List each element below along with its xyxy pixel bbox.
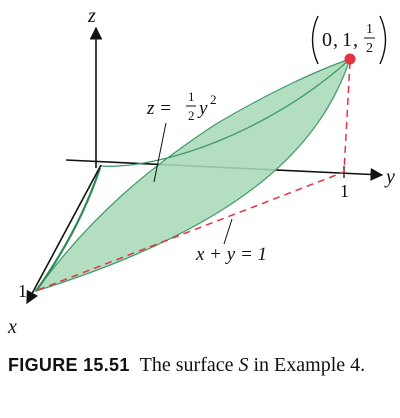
surface-diagram: z y x 1 1 0 , 1 , 1 2 z = 1 2 y 2 x <box>7 5 395 338</box>
caption-text-after: in Example 4. <box>248 354 366 376</box>
surface-equation-leader <box>153 122 167 183</box>
z-axis-label: z <box>87 5 96 27</box>
caption-text-before: The surface <box>139 354 239 376</box>
point-coord-x: 0 <box>322 29 332 51</box>
vertical-dashed-line <box>343 61 351 173</box>
surface-equation-num: 1 <box>188 89 195 104</box>
plane-trace-dashed-line <box>37 171 345 291</box>
surface-front-edge <box>35 167 102 292</box>
svg-text:,: , <box>353 29 358 51</box>
x-axis-label: x <box>7 316 17 338</box>
surface-equation: z = 1 2 y 2 <box>146 89 217 123</box>
surface-equation-exp: 2 <box>210 92 217 107</box>
point-label: 0 , 1 , 1 2 <box>311 15 387 65</box>
caption-label: FIGURE 15.51 <box>8 355 130 375</box>
point-marker <box>344 53 356 65</box>
surface-s <box>34 58 351 293</box>
point-coord-z-num: 1 <box>366 22 373 37</box>
caption-symbol: S <box>238 354 249 376</box>
x-tick-one: 1 <box>18 281 27 301</box>
surface-equation-den: 2 <box>188 108 195 123</box>
surface-equation-var: y <box>197 98 208 119</box>
svg-text:,: , <box>333 29 338 51</box>
plane-line-equation: x + y = 1 <box>195 244 267 265</box>
y-tick-one: 1 <box>340 181 349 201</box>
surface-upper-edge <box>99 58 351 167</box>
point-coord-y: 1 <box>342 29 352 51</box>
surface-equation-lhs: z = <box>146 98 177 119</box>
plane-equation-leader <box>223 218 233 245</box>
x-axis <box>26 164 102 305</box>
figure-caption: FIGURE 15.51 The surface S in Example 4. <box>8 350 388 380</box>
point-coord-z-den: 2 <box>366 41 373 56</box>
y-axis-label: y <box>384 166 395 188</box>
